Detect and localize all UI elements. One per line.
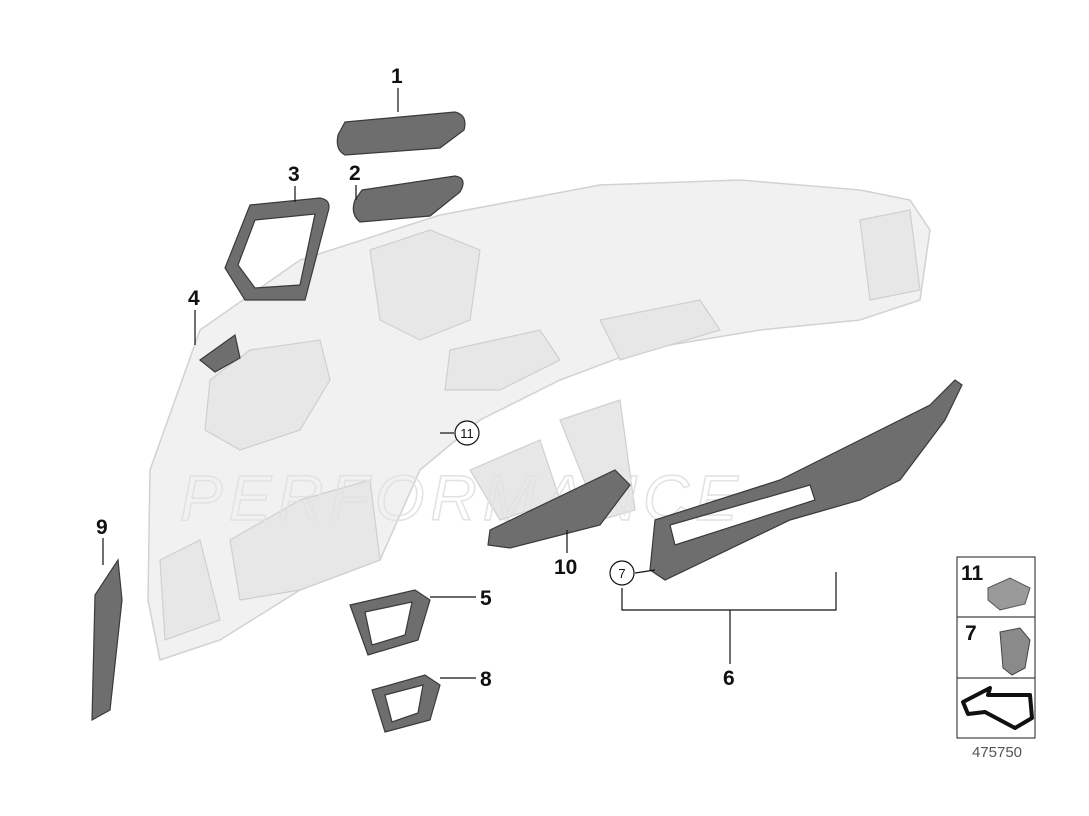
part-9-trim [91, 558, 123, 722]
part-1-cover [336, 111, 466, 156]
label-5: 5 [480, 587, 492, 610]
callout-7-circle [609, 560, 635, 586]
arrow-icon [961, 686, 1034, 730]
label-8: 8 [480, 668, 492, 691]
fastener-inset: 11 7 [956, 556, 1036, 739]
part-6-trim [649, 379, 963, 581]
part-10-trim [487, 469, 631, 549]
part-5-bezel [349, 589, 431, 656]
label-6: 6 [723, 667, 735, 690]
part-8-bezel [371, 674, 441, 733]
part-3-frame [224, 197, 330, 301]
label-9: 9 [96, 516, 108, 539]
reference-number: 475750 [972, 744, 1022, 761]
label-10: 10 [554, 556, 577, 579]
part-4-vent [199, 333, 241, 373]
label-4: 4 [188, 287, 200, 310]
part-2-cover [352, 175, 464, 223]
callout-11: 11 [460, 426, 474, 441]
clip-11-icon [987, 577, 1031, 611]
leader-6 [621, 572, 837, 664]
dashboard-assembly [147, 179, 931, 661]
label-3: 3 [288, 163, 300, 186]
inset-label-7: 7 [965, 622, 977, 645]
label-1: 1 [391, 65, 403, 88]
callout-7: 7 [618, 566, 625, 581]
watermark-text: PERFORMANCE [180, 462, 744, 534]
callout-11-circle [454, 420, 480, 446]
clip-7-icon [999, 627, 1031, 676]
label-2: 2 [349, 162, 361, 185]
inset-label-11: 11 [961, 562, 984, 585]
leader-7 [634, 569, 656, 574]
